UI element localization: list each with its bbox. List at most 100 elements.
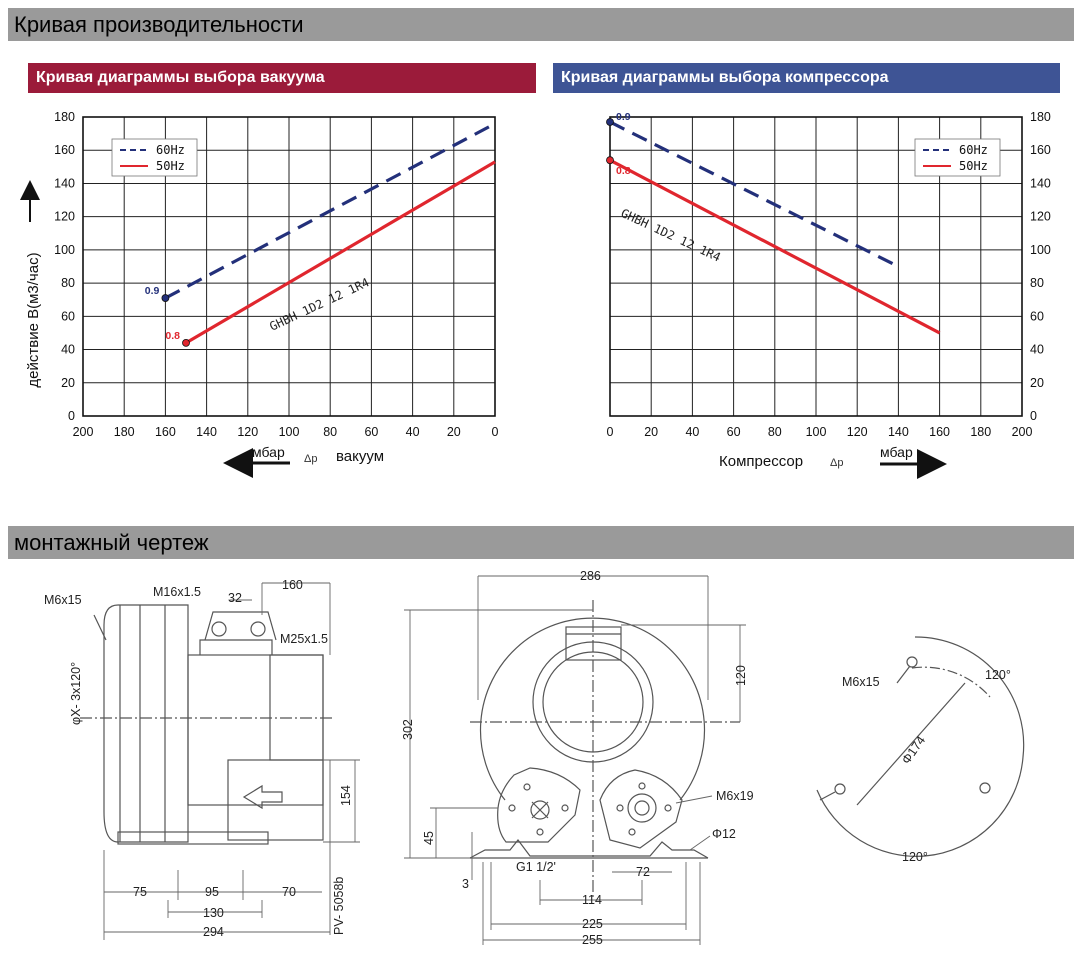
compressor-x-tick-3: 60 xyxy=(727,425,741,439)
front-d45: 45 xyxy=(422,831,436,845)
compressor-series-60Hz-endpoint-label: 0.9 xyxy=(616,111,631,123)
compressor-x-tick-9: 180 xyxy=(970,425,991,439)
vacuum-series-60Hz-point xyxy=(161,294,170,302)
side-d95: 95 xyxy=(205,885,219,899)
flange-m6x15: M6x15 xyxy=(842,675,880,689)
side-m16: M16x1.5 xyxy=(153,585,201,599)
compressor-x-axis-label: Компрессор xyxy=(719,453,803,470)
compressor-unit-label: мбар xyxy=(880,444,913,460)
front-view xyxy=(469,600,740,900)
vacuum-legend-label-60Hz: 60Hz xyxy=(156,143,185,157)
vacuum-x-tick-8: 40 xyxy=(406,425,420,439)
vacuum-legend-label-50Hz: 50Hz xyxy=(156,159,185,173)
compressor-x-tick-7: 140 xyxy=(888,425,909,439)
compressor-series-50Hz-line xyxy=(609,158,941,335)
side-d160: 160 xyxy=(282,578,303,592)
vacuum-x-tick-5: 100 xyxy=(279,425,300,439)
compressor-chart: 0 20 40 60 80 100 120 140 160 180 200 0 20 40 60 80 100 1… xyxy=(606,110,1051,439)
front-d225: 225 xyxy=(582,917,603,931)
compressor-legend-label-50Hz: 50Hz xyxy=(959,159,988,173)
vacuum-series-50Hz-endpoint-label: 0.8 xyxy=(165,330,180,342)
side-pv: PV- 5058b xyxy=(332,877,346,935)
compressor-y-tick-0: 0 xyxy=(1030,409,1037,423)
vacuum-delta-p: Δp xyxy=(304,453,317,465)
compressor-y-tick-1: 20 xyxy=(1030,376,1044,390)
compressor-x-tick-8: 160 xyxy=(929,425,950,439)
side-d294: 294 xyxy=(203,925,224,939)
compressor-x-tick-1: 20 xyxy=(644,425,658,439)
vacuum-model-label: GHBH 1D2 12 1R4 xyxy=(267,275,371,333)
vacuum-x-tick-3: 140 xyxy=(196,425,217,439)
vacuum-legend: 60Hz 50Hz xyxy=(111,138,198,177)
front-g1: G1 1/2' xyxy=(516,860,556,874)
mounting-section-title: монтажный чертеж xyxy=(8,526,1074,559)
side-d75: 75 xyxy=(133,885,147,899)
compressor-x-tick-0: 0 xyxy=(607,425,614,439)
compressor-frame xyxy=(609,116,1023,417)
compressor-legend-label-60Hz: 60Hz xyxy=(959,143,988,157)
compressor-legend-box xyxy=(914,138,1001,177)
front-d120: 120 xyxy=(734,665,748,686)
compressor-y-tick-3: 60 xyxy=(1030,309,1044,323)
vacuum-series-50Hz-line xyxy=(185,160,496,345)
compressor-legend: 60Hz 50Hz xyxy=(914,138,1001,177)
front-d114: 114 xyxy=(582,893,602,907)
vacuum-x-tick-9: 20 xyxy=(447,425,461,439)
vacuum-x-tick-7: 60 xyxy=(364,425,378,439)
performance-section-title: Кривая производительности xyxy=(8,8,1074,41)
vacuum-unit-label: мбар xyxy=(252,444,285,460)
compressor-series-60Hz-line xyxy=(609,120,900,268)
vacuum-series-60Hz-line xyxy=(164,122,496,300)
compressor-y-tick-2: 40 xyxy=(1030,343,1044,357)
front-d286: 286 xyxy=(580,569,601,583)
compressor-y-tick-5: 100 xyxy=(1030,243,1051,257)
flange-a120-bottom: 120° xyxy=(902,850,928,864)
vacuum-x-tick-6: 80 xyxy=(323,425,337,439)
compressor-x-tick-5: 100 xyxy=(806,425,827,439)
vacuum-y-tick-9: 180 xyxy=(54,110,75,124)
vacuum-x-tick-1: 180 xyxy=(114,425,135,439)
compressor-x-tick-10: 200 xyxy=(1012,425,1033,439)
side-d130: 130 xyxy=(203,906,224,920)
compressor-chart-header: Кривая диаграммы выбора компрессора xyxy=(553,63,1060,93)
vacuum-chart-header: Кривая диаграммы выбора вакуума xyxy=(28,63,536,93)
side-phi-x: φX- 3x120° xyxy=(69,662,83,725)
compressor-y-tick-9: 180 xyxy=(1030,110,1051,124)
vacuum-frame xyxy=(82,116,496,417)
compressor-y-tick-4: 80 xyxy=(1030,276,1044,290)
vacuum-y-tick-0: 0 xyxy=(68,409,75,423)
flange-view xyxy=(816,636,1025,857)
vacuum-x-tick-0: 200 xyxy=(73,425,94,439)
vacuum-x-tick-10: 0 xyxy=(492,425,499,439)
compressor-series-50Hz-point xyxy=(606,156,614,165)
compressor-y-tick-6: 120 xyxy=(1030,210,1051,224)
side-m25: M25x1.5 xyxy=(280,632,328,646)
compressor-series-50Hz-endpoint-label: 0.8 xyxy=(616,165,631,177)
flange-phi174: Φ174 xyxy=(899,733,928,766)
compressor-y-tick-8: 160 xyxy=(1030,143,1051,157)
vacuum-y-axis-label: действие B(м3/час) xyxy=(25,252,42,387)
compressor-x-tick-2: 40 xyxy=(685,425,699,439)
vacuum-y-tick-8: 160 xyxy=(54,143,75,157)
vacuum-x-axis-label: вакуум xyxy=(336,448,384,465)
compressor-x-tick-4: 80 xyxy=(768,425,782,439)
front-phi12: Φ12 xyxy=(712,827,736,841)
side-m6x15: M6x15 xyxy=(44,593,82,607)
side-d154: 154 xyxy=(339,785,353,806)
vacuum-y-tick-3: 60 xyxy=(61,309,75,323)
compressor-model-label: GHBH 1D2 12 1R4 xyxy=(619,206,723,264)
vacuum-series-50Hz-point xyxy=(182,339,190,347)
vacuum-y-tick-1: 20 xyxy=(61,376,75,390)
vacuum-x-tick-4: 120 xyxy=(237,425,258,439)
front-d72: 72 xyxy=(636,865,650,879)
compressor-delta-p: Δp xyxy=(830,457,843,469)
vacuum-x-tick-2: 160 xyxy=(155,425,176,439)
vacuum-y-tick-7: 140 xyxy=(54,176,75,190)
side-d70: 70 xyxy=(282,885,296,899)
side-view xyxy=(80,604,335,845)
front-m6x19: M6x19 xyxy=(716,789,754,803)
compressor-series-60Hz-point xyxy=(606,118,614,126)
compressor-y-tick-7: 140 xyxy=(1030,176,1051,190)
vacuum-series-60Hz-endpoint-label: 0.9 xyxy=(145,285,160,297)
